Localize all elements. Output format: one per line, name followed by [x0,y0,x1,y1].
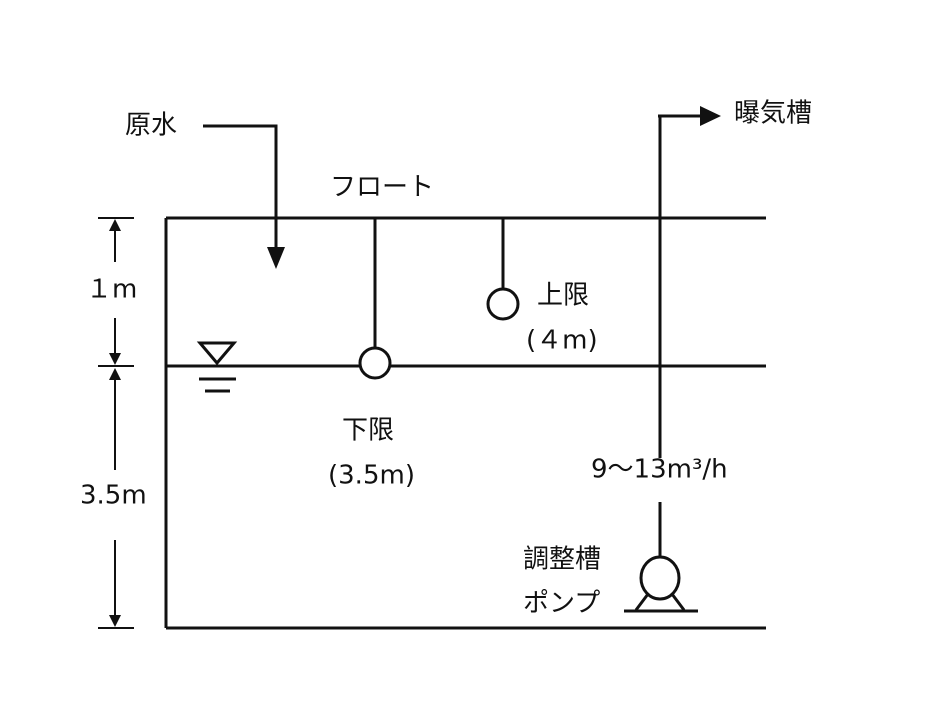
dimension-bottom [98,365,134,629]
dim-top-down-arrow-icon [109,353,121,365]
dimension-top-label: １m [86,275,137,305]
dim-bottom-down-arrow-icon [109,615,121,627]
dimension-top [98,217,134,365]
raw-water-inlet [203,124,285,269]
pump-label-line1: 調整槽 [523,545,601,575]
outlet-arrow-icon [700,106,721,126]
dim-bottom-up-arrow-icon [109,368,121,380]
lower-limit-value: (3.5m) [328,461,415,491]
upper-float-ball-icon [486,287,520,321]
dimension-bottom-label: 3.5m [80,481,147,511]
upper-float [486,218,520,321]
pump-label-line2: ポンプ [523,589,600,619]
lower-limit-label: 下限 [342,416,394,446]
raw-water-label: 原水 [125,111,177,141]
float-label: フロート [330,173,434,203]
inlet-arrow-icon [267,247,285,269]
upper-limit-value: (４m) [526,326,598,356]
dim-top-up-arrow-icon [109,219,121,231]
aeration-tank-label: 曝気槽 [734,99,812,129]
upper-limit-label: 上限 [537,281,589,311]
outlet-pipe [658,106,721,560]
lower-float [358,218,392,380]
pump-icon [624,555,698,613]
flow-rate-label: 9～13m³/h [591,455,728,485]
water-surface-symbol-icon [196,341,238,393]
lower-float-ball-icon [358,346,392,380]
